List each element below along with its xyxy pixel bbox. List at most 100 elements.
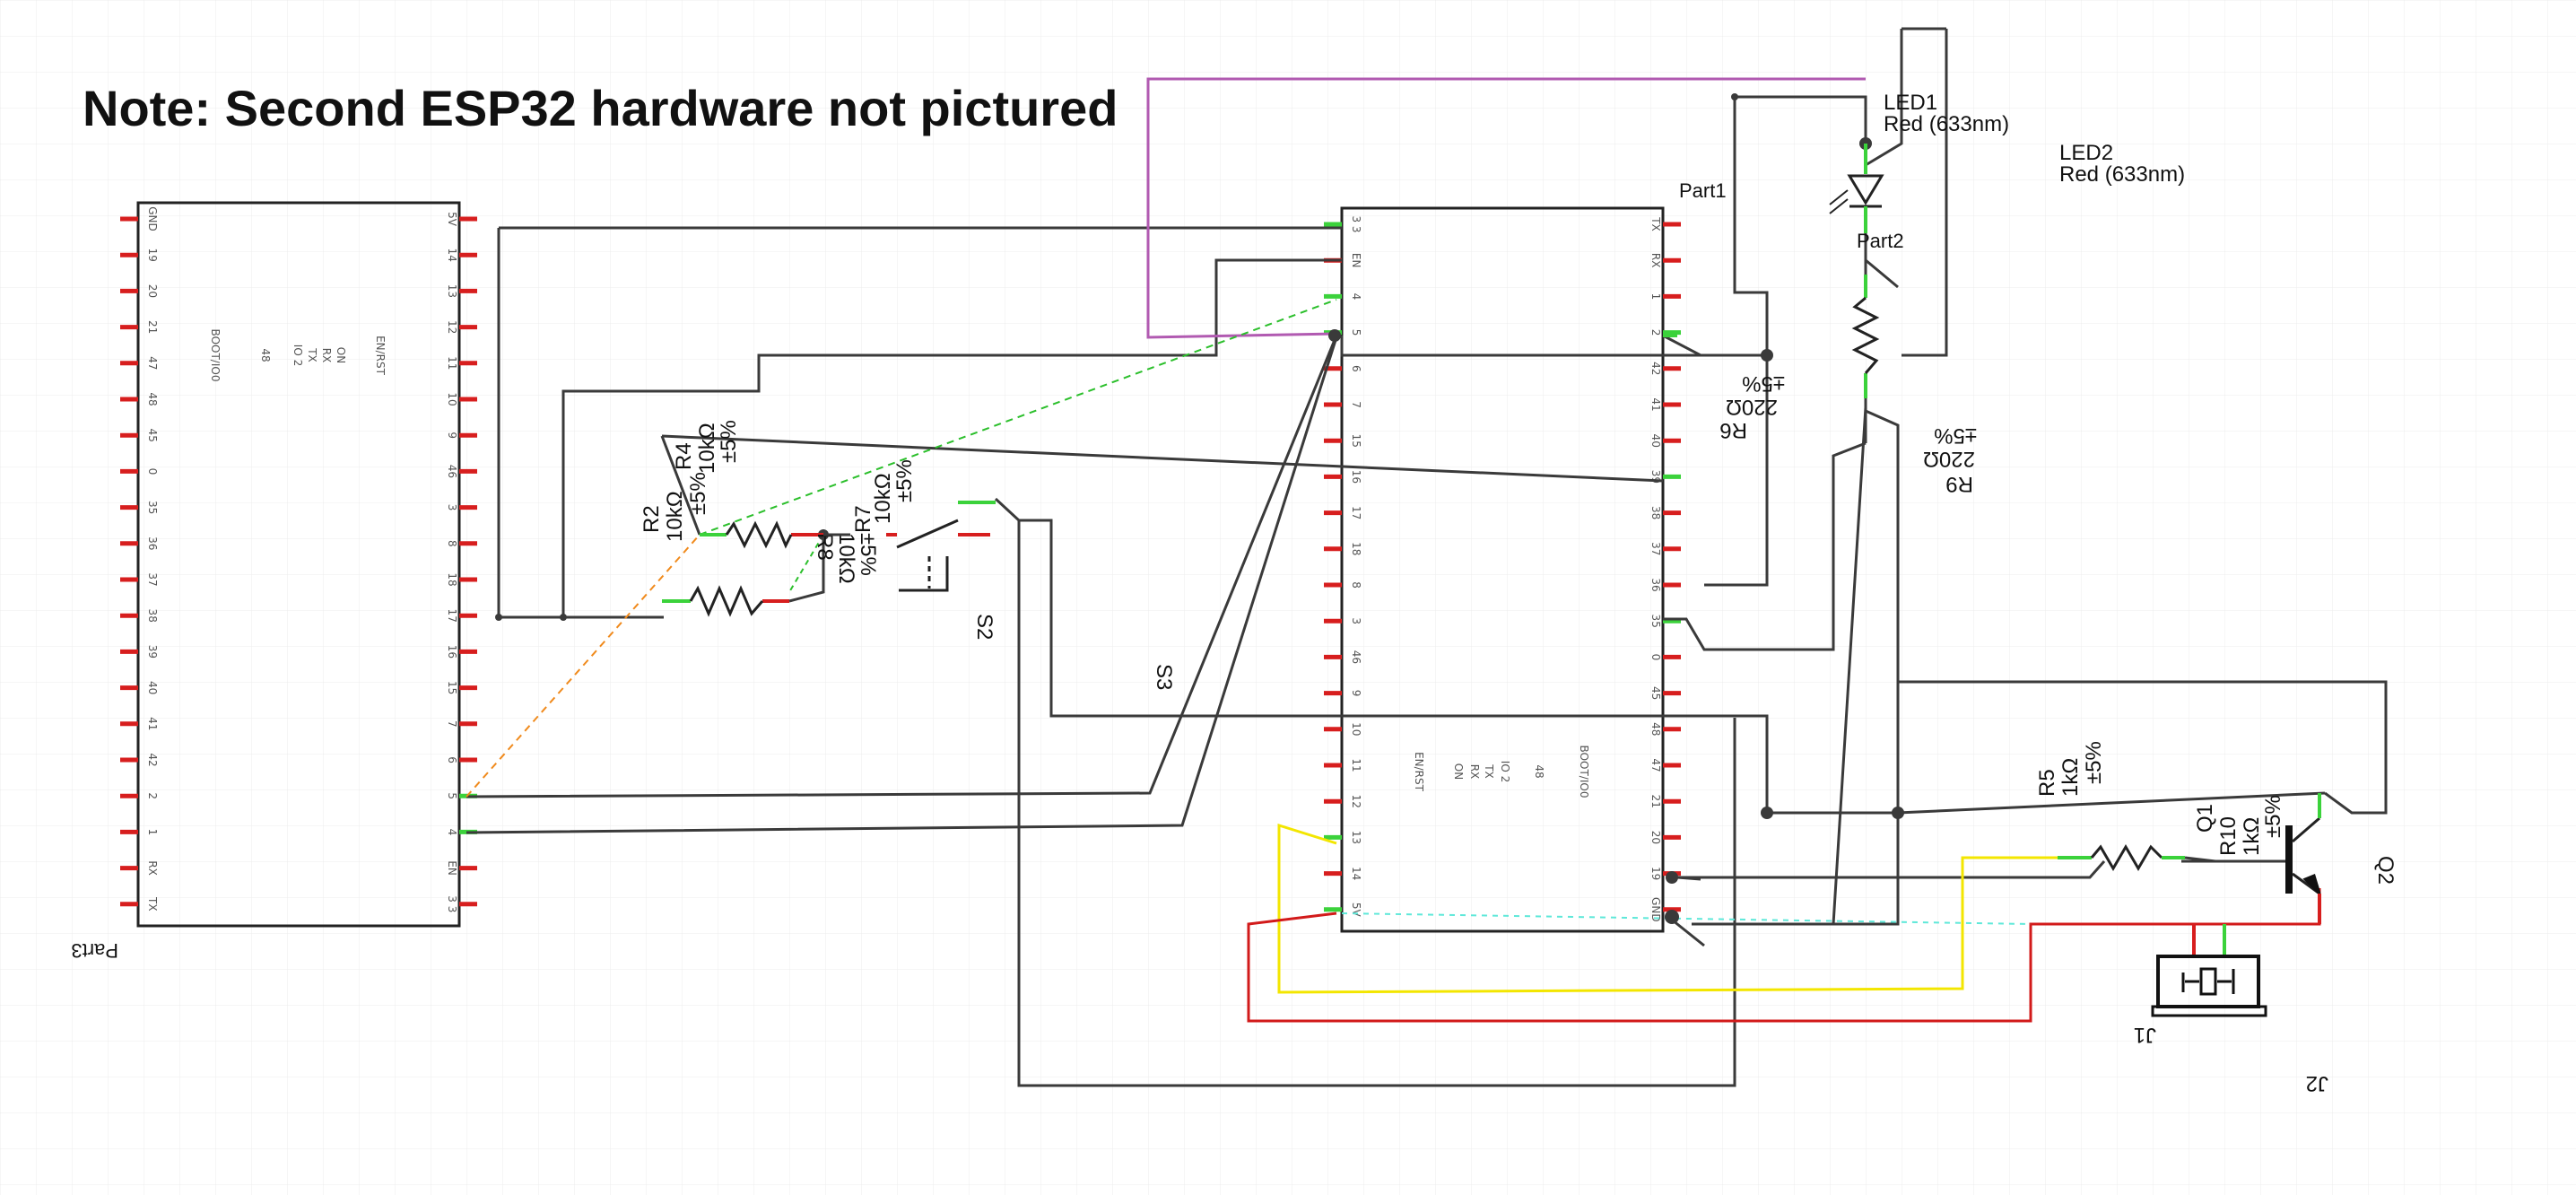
r4-name: R4 (672, 442, 696, 470)
pin-label: 20 (146, 284, 159, 298)
wire-19[interactable] (1676, 876, 1701, 881)
pin-label: 8 (446, 540, 458, 547)
wire-purple[interactable] (1146, 77, 1866, 339)
wires (466, 27, 2388, 1087)
pin-label: 17 (1350, 506, 1362, 519)
pin-label: 37 (146, 572, 159, 586)
wire-led-to-gnd[interactable] (1832, 406, 1867, 925)
pin-label: 5 (1350, 329, 1362, 336)
pin-label: 4 (1350, 293, 1362, 301)
r6-value: 220Ω (1726, 395, 1778, 419)
pin-label: 4 (446, 829, 458, 836)
pin-label: GND (1649, 897, 1662, 922)
s2-label: S2 (972, 614, 996, 640)
ratsnest-cyan (1341, 912, 2032, 925)
wire-r4-lead[interactable] (660, 435, 701, 536)
wire-r4-to-39[interactable] (661, 434, 1664, 483)
resistor-r4[interactable] (662, 535, 825, 617)
pin-label: 0 (146, 468, 159, 475)
pin-label: 21 (146, 320, 159, 334)
wire-q2-collector[interactable] (1898, 680, 2388, 815)
pin-label: 36 (1649, 578, 1662, 591)
pin-label: 3 (446, 504, 458, 511)
board-inner-label: EN/RST (374, 336, 387, 376)
r9-name: R9 (1945, 472, 1973, 496)
part3-label: Part3 (71, 939, 118, 962)
r4-tol: ±5% (717, 420, 741, 463)
wire-r9-down[interactable] (1865, 409, 1900, 876)
pin-label: 2 (1649, 329, 1662, 336)
wire-r5[interactable] (1897, 791, 2326, 815)
r5-name: R5 (2035, 769, 2059, 797)
wire-yellow[interactable] (1277, 823, 2058, 994)
r7-value: 10kΩ (871, 473, 895, 524)
led1-name: LED1 (1884, 91, 1937, 115)
board-inner-label: TX (1483, 763, 1495, 779)
wire-r10[interactable] (1677, 860, 2106, 879)
pin-label: 1 (146, 829, 159, 836)
wire-led-bridge[interactable] (1865, 29, 1903, 167)
r2-name: R2 (640, 505, 664, 533)
q2-name: Q2 (2373, 856, 2398, 885)
resistor-r10[interactable] (2058, 844, 2216, 871)
board-inner-label: RX (320, 348, 333, 363)
wire-led1-top[interactable] (1735, 95, 1867, 144)
pin-label: 20 (1649, 831, 1662, 844)
wire-pin5-to-42[interactable] (1340, 336, 1767, 357)
r7-tol: ±5% (892, 459, 917, 502)
pin-label: 1 (1649, 293, 1662, 301)
pin-label: 46 (446, 465, 458, 478)
ratsnest-green-short (788, 534, 824, 593)
pin-label: 19 (1649, 867, 1662, 880)
switch-s2[interactable] (896, 501, 996, 592)
pin-label: 36 (146, 536, 159, 550)
pin-label: 11 (1350, 758, 1362, 772)
connector-j1[interactable] (2151, 924, 2267, 1017)
pin-label: 5 (446, 792, 458, 799)
resistor-r9[interactable] (1851, 275, 1880, 398)
ratsnest-orange (466, 534, 701, 798)
transistor-q2[interactable] (2215, 793, 2321, 924)
led1-value: Red (633nm) (1884, 112, 2009, 136)
pin-label: 46 (1350, 650, 1362, 664)
led2-name: LED2 (2059, 141, 2113, 165)
s3-label: S3 (1152, 664, 1176, 690)
wire-red[interactable] (1247, 888, 2321, 1023)
wire-part3-4[interactable] (466, 336, 1338, 834)
board-inner-label: BOOT/IO0 (209, 329, 222, 382)
pin-label: 14 (446, 249, 458, 262)
resistor-r2[interactable] (700, 520, 823, 549)
q1-name: Q1 (2193, 804, 2217, 833)
r8-name: R8 (813, 533, 837, 561)
pin-label: GND (146, 206, 159, 231)
pin-label: 40 (1649, 434, 1662, 448)
wire-2-to-r6[interactable] (1662, 334, 1767, 357)
pin-label: 48 (146, 392, 159, 406)
part2-label: Part2 (1857, 230, 1904, 252)
pin-label: 38 (1649, 506, 1662, 519)
pin-label: EN (1350, 253, 1362, 268)
r7-name: R7 (851, 505, 875, 533)
wire-s2-to-10[interactable] (1019, 519, 1769, 813)
wire-s2-bottom[interactable] (994, 497, 1736, 1087)
pin-label: 47 (1649, 758, 1662, 772)
pin-label: 5V (1350, 903, 1362, 918)
led2-value: Red (633nm) (2059, 162, 2185, 187)
wire-part1-2[interactable] (1704, 97, 1769, 587)
r8-value: 10kΩ (834, 533, 858, 584)
wire-led2-rail[interactable] (1902, 29, 1948, 357)
pin-label: 15 (1350, 434, 1362, 448)
wire-part3-5[interactable] (466, 335, 1338, 798)
board-inner-label: ON (335, 347, 347, 363)
pin-label: 41 (146, 717, 159, 730)
led1[interactable] (1829, 144, 1899, 289)
wire-r9-to-35[interactable] (1663, 441, 1867, 651)
wire-to-en[interactable] (561, 258, 1342, 617)
r9-tol: ±5% (1934, 423, 1977, 448)
r8-tol: ±5% (856, 533, 880, 576)
pin-label: 3 3 (1350, 215, 1362, 232)
